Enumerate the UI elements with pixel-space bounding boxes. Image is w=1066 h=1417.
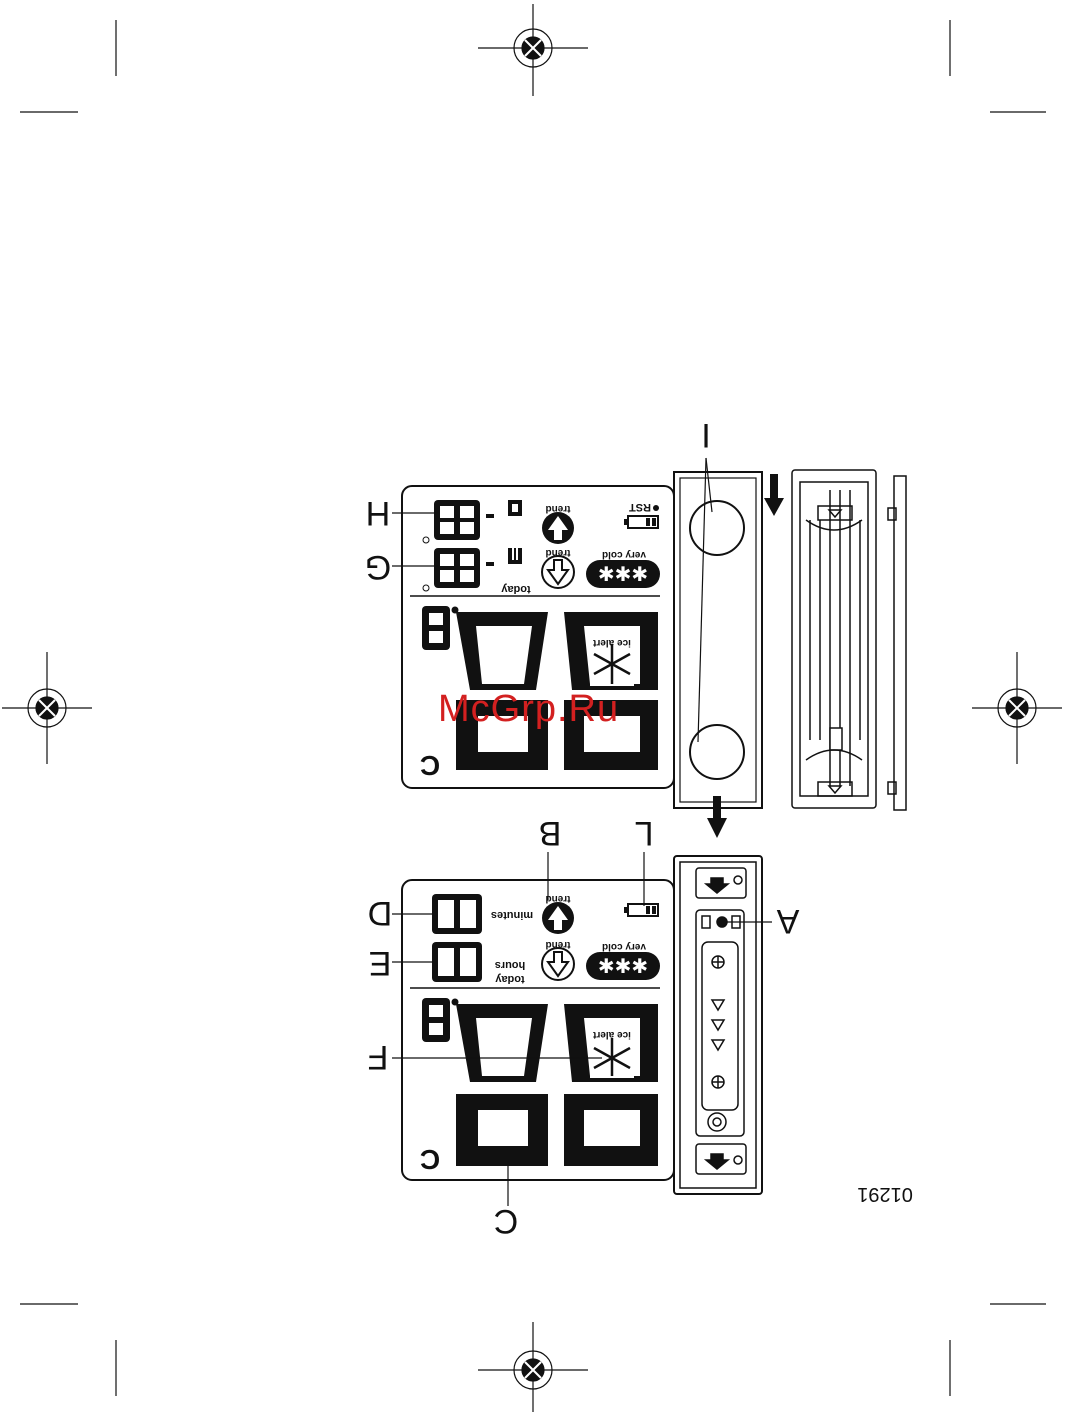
digits-g xyxy=(423,548,494,591)
snowflake-glyphs-top: ✱✱✱ xyxy=(598,564,648,586)
snowflake-glyphs-bottom: ✱✱✱ xyxy=(598,956,648,978)
callout-a: A xyxy=(776,902,799,940)
unit-label-top: C xyxy=(420,750,440,781)
arrow-down-icon-1 xyxy=(764,474,784,516)
callout-h: H xyxy=(366,494,391,532)
digits-h xyxy=(423,500,494,543)
callout-e: E xyxy=(369,944,392,982)
small-digit-top xyxy=(422,606,459,650)
unit-label-bottom: C xyxy=(420,1144,440,1175)
digits-d-minutes xyxy=(432,894,482,934)
lcd-panel-bottom: ice alert C minutes hours today trend tr… xyxy=(402,880,674,1180)
callout-f: F xyxy=(368,1038,389,1076)
battery-icon-top xyxy=(624,516,658,528)
ice-alert-label-bottom: ice alert xyxy=(592,1029,630,1040)
callout-i: I xyxy=(701,416,710,454)
trend-up-icon-top xyxy=(542,512,574,544)
trend-down-icon-bottom xyxy=(542,948,574,980)
hours-label: hours xyxy=(495,959,526,971)
callout-b: B xyxy=(539,814,562,852)
trend-label-bottom-1: trend xyxy=(546,893,571,904)
min-icon-top xyxy=(508,548,522,564)
trend-up-icon-bottom xyxy=(542,902,574,934)
device-body-bottom xyxy=(674,856,762,1194)
lcd-panel-top: ice alert C today xyxy=(402,486,674,788)
very-cold-label-top: very cold xyxy=(602,549,646,560)
rst-label: RST xyxy=(629,501,651,513)
trend-label-bottom-2: trend xyxy=(546,939,571,950)
battery-icon-bottom xyxy=(624,904,658,916)
registration-mark-left xyxy=(2,652,92,764)
very-cold-label-bottom: very cold xyxy=(602,941,646,952)
figure-number: 01291 xyxy=(857,1183,913,1205)
registration-mark-top xyxy=(478,4,588,96)
button-top-a xyxy=(690,501,744,555)
trend-label-top-2: trend xyxy=(546,547,571,558)
registration-mark-right xyxy=(972,652,1062,764)
registration-mark-bottom xyxy=(478,1322,588,1412)
callout-c: C xyxy=(494,1202,519,1240)
snowflake-icon xyxy=(590,626,634,686)
callout-g: G xyxy=(365,548,391,586)
small-digit-bottom xyxy=(422,998,459,1042)
snowflake-icon-bottom xyxy=(590,1018,634,1078)
trend-down-icon-top xyxy=(542,556,574,588)
trend-label-top-1: trend xyxy=(546,503,571,514)
today-label-top: today xyxy=(500,583,530,595)
today-label-bottom: today xyxy=(494,973,524,985)
battery-cover xyxy=(792,470,906,810)
ice-alert-label-top: ice alert xyxy=(592,637,630,648)
device-body-top xyxy=(674,458,762,808)
big-digit-3 xyxy=(456,1004,548,1166)
callout-d: D xyxy=(368,894,393,932)
watermark: McGrp.Ru xyxy=(438,688,619,731)
callout-l: L xyxy=(635,814,654,852)
minutes-label: minutes xyxy=(491,909,533,921)
digits-e-hours xyxy=(432,942,482,982)
